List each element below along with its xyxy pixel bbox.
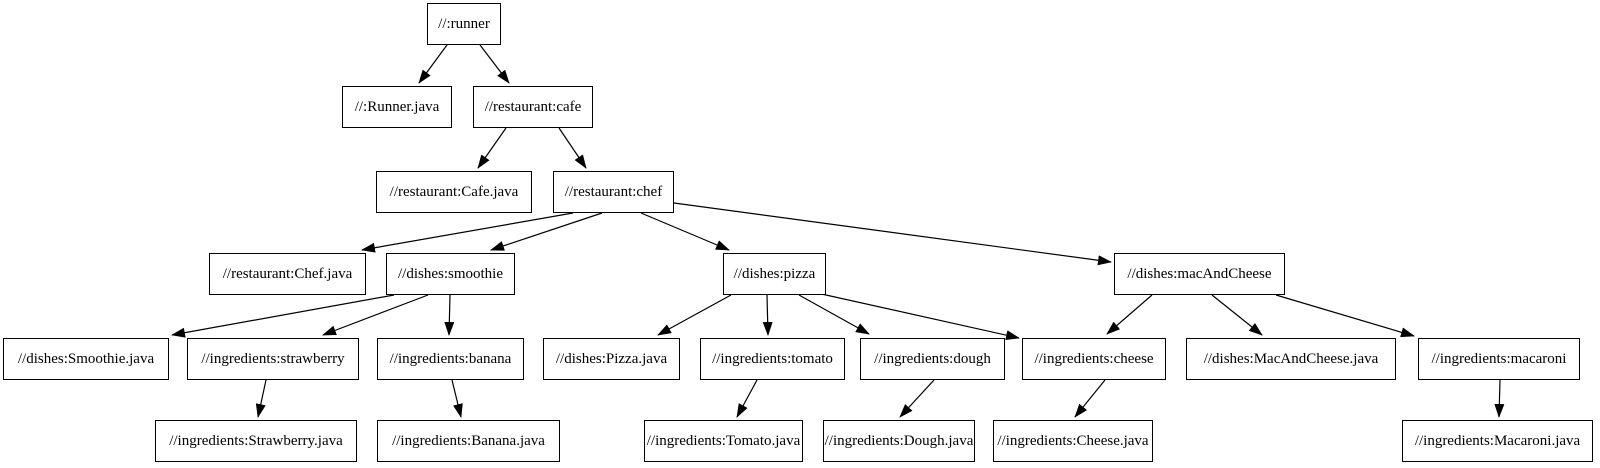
graph-edge-runner-to-runner-java (418, 44, 448, 84)
graph-node-chef: //restaurant:chef (553, 171, 674, 213)
graph-node-strawberry: //ingredients:strawberry (187, 338, 359, 380)
graph-edge-smoothie-to-strawberry (322, 294, 429, 336)
graph-edge-chef-to-smoothie (490, 212, 603, 251)
graph-node-tomato-java: //ingredients:Tomato.java (644, 420, 803, 462)
graph-edge-cheese-to-cheese-java (1074, 379, 1106, 418)
graph-node-pizza: //dishes:pizza (723, 253, 826, 295)
graph-node-cheese: //ingredients:cheese (1022, 338, 1166, 380)
graph-edge-chef-to-pizza (640, 212, 730, 251)
graph-edge-banana-to-banana-java (451, 379, 463, 418)
graph-edge-smoothie-to-banana (444, 294, 455, 336)
graph-node-macandcheese: //dishes:macAndCheese (1114, 253, 1285, 295)
graph-edge-smoothie-to-smoothie-java (171, 294, 395, 338)
graph-edge-macandcheese-to-macaroni (1275, 294, 1415, 338)
graph-edge-cafe-to-cafe-java (477, 127, 507, 169)
graph-node-cafe: //restaurant:cafe (473, 86, 593, 128)
graph-edge-runner-to-cafe (479, 44, 510, 84)
graph-node-strawberry-java: //ingredients:Strawberry.java (155, 420, 357, 462)
graph-edge-pizza-to-pizza-java (657, 294, 732, 336)
graph-edge-strawberry-to-strawberry-java (255, 379, 267, 418)
graph-node-cheese-java: //ingredients:Cheese.java (993, 420, 1153, 462)
graph-edge-tomato-to-tomato-java (736, 379, 758, 418)
graph-node-banana-java: //ingredients:Banana.java (377, 420, 560, 462)
graph-edge-cafe-to-chef (558, 127, 587, 169)
graph-edge-chef-to-chef-java (361, 212, 574, 253)
graph-edge-macandcheese-to-cheese (1106, 294, 1153, 335)
graph-node-runner: //:runner (427, 3, 501, 45)
graph-edge-macaroni-to-macaroni-java (1494, 379, 1505, 418)
graph-edge-dough-to-dough-java (899, 379, 935, 418)
graph-node-macaroni-java: //ingredients:Macaroni.java (1402, 420, 1593, 462)
graph-node-pizza-java: //dishes:Pizza.java (543, 338, 680, 380)
graph-node-macaroni: //ingredients:macaroni (1418, 338, 1580, 380)
graph-node-macandcheese-java: //dishes:MacAndCheese.java (1186, 338, 1396, 380)
graph-node-smoothie-java: //dishes:Smoothie.java (3, 338, 169, 380)
graph-node-dough-java: //ingredients:Dough.java (823, 420, 975, 462)
graph-node-cafe-java: //restaurant:Cafe.java (376, 171, 532, 213)
graph-node-runner-java: //:Runner.java (342, 86, 452, 128)
graph-edge-pizza-to-dough (798, 294, 870, 335)
graph-edge-macandcheese-to-macandcheese-java (1211, 294, 1263, 336)
graph-node-banana: //ingredients:banana (377, 338, 524, 380)
graph-node-chef-java: //restaurant:Chef.java (209, 253, 366, 295)
graph-edge-pizza-to-tomato (762, 294, 773, 336)
graph-node-dough: //ingredients:dough (860, 338, 1005, 380)
graph-node-smoothie: //dishes:smoothie (386, 253, 515, 295)
graph-node-tomato: //ingredients:tomato (700, 338, 845, 380)
graph-edge-pizza-to-cheese (816, 292, 1020, 341)
graph-edge-chef-to-macandcheese (673, 202, 1112, 266)
